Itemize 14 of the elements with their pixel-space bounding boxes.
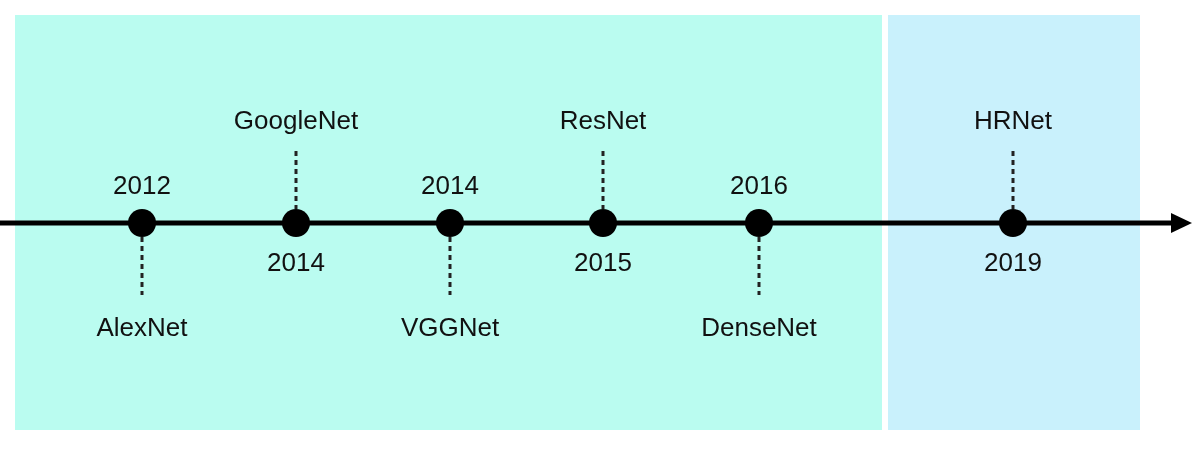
model-name: ResNet (558, 105, 648, 135)
year-label: 2014 (420, 170, 480, 200)
model-name: AlexNet (95, 312, 189, 342)
year-label: 2014 (266, 247, 326, 277)
model-name: DenseNet (700, 312, 818, 342)
era-panel (888, 15, 1140, 430)
year-label: 2015 (573, 247, 633, 277)
era-panel (15, 15, 882, 430)
model-name: HRNet (973, 105, 1053, 135)
year-label: 2012 (112, 170, 172, 200)
model-name: VGGNet (399, 312, 501, 342)
model-name: GoogleNet (232, 105, 360, 135)
year-label: 2019 (983, 247, 1043, 277)
year-label: 2016 (729, 170, 789, 200)
